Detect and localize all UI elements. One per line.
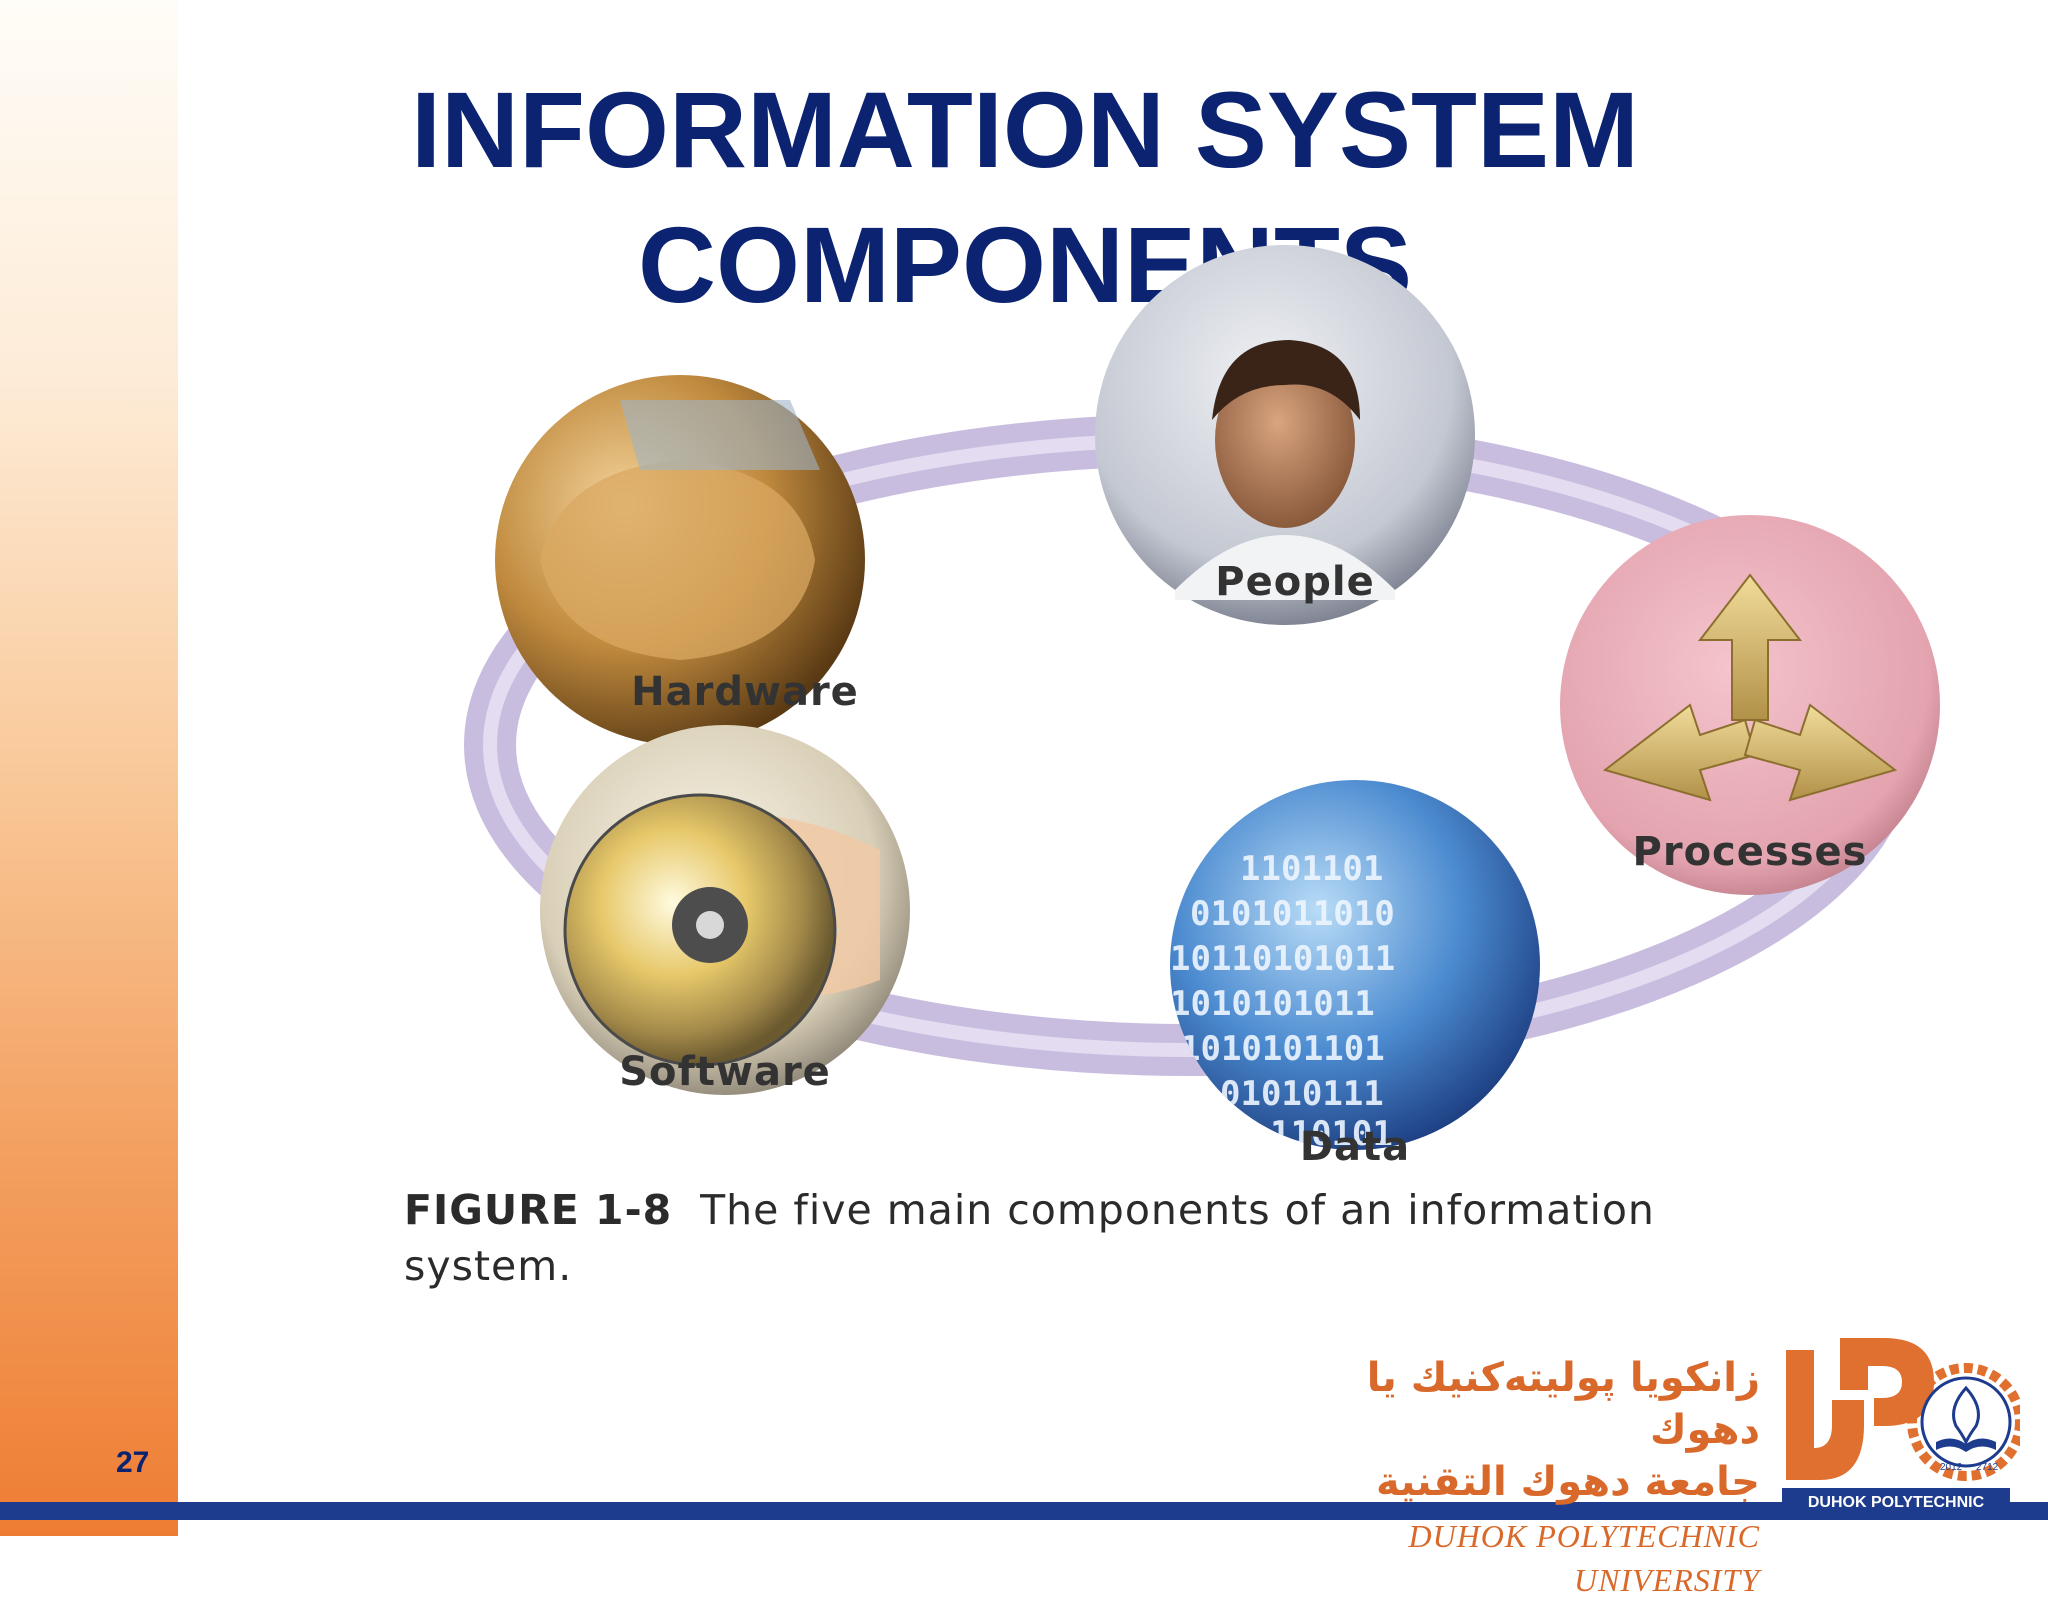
university-name-english: DUHOK POLYTECHNIC UNIVERSITY xyxy=(1408,1518,1760,1598)
monitor-edge xyxy=(620,400,820,470)
node-hardware: Hardware xyxy=(495,375,865,745)
university-logo-icon: 2012 2712 xyxy=(1786,1338,2020,1481)
data-digits-4: 1010101011 xyxy=(1170,984,1375,1024)
logo-gear-ring xyxy=(1907,1363,2020,1481)
university-badge: DUHOK POLYTECHNIC UNIVERSITY xyxy=(1782,1488,2010,1541)
university-name-arabic: جامعة دهوك التقنية xyxy=(1375,1459,1760,1505)
node-people: People xyxy=(1095,245,1475,625)
data-digits-2: 0101011010 xyxy=(1190,894,1395,934)
data-digits-3: 10110101011 xyxy=(1170,939,1395,979)
bottom-bar xyxy=(0,1502,2048,1520)
node-label-processes: Processes xyxy=(1633,829,1868,875)
figure-number: FIGURE 1-8 xyxy=(404,1186,673,1234)
university-name: زانكويا پوليتەكنيك يا دهوك جامعة دهوك ال… xyxy=(1300,1352,1760,1602)
logo-leaf-icon xyxy=(1952,1385,1980,1446)
logo-letter-d xyxy=(1786,1350,1864,1480)
node-label-data: Data xyxy=(1300,1124,1410,1170)
node-label-hardware: Hardware xyxy=(631,669,859,715)
process-arrows-icon xyxy=(1602,573,1898,802)
data-digits-1: 1101101 xyxy=(1240,849,1383,889)
left-gradient-band xyxy=(0,0,178,1536)
person-hair xyxy=(1212,340,1360,420)
node-data: 1101101 0101011010 10110101011 101010101… xyxy=(1170,780,1540,1170)
title-line-1: INFORMATION SYSTEM xyxy=(411,69,1639,190)
logo-book-icon xyxy=(1936,1438,1996,1452)
cd-disc-hole xyxy=(696,911,724,939)
binary-data-icon xyxy=(1170,780,1540,1150)
node-software: Software xyxy=(540,725,910,1095)
person-shoulders xyxy=(1175,535,1395,600)
logo-seal xyxy=(1920,1376,2012,1468)
mouse-body xyxy=(540,460,815,660)
node-label-software: Software xyxy=(619,1049,831,1095)
university-name-kurdish: زانكويا پوليتەكنيك يا دهوك xyxy=(1366,1355,1760,1453)
node-processes: Processes xyxy=(1560,515,1940,895)
person-head xyxy=(1215,352,1355,528)
node-label-people: People xyxy=(1215,559,1374,605)
logo-year-left: 2012 xyxy=(1940,1462,1963,1473)
logo-year-right: 2712 xyxy=(1976,1462,1999,1473)
components-diagram: Hardware People Processes 1101101 010101… xyxy=(464,245,1940,1170)
page-number: 27 xyxy=(116,1446,150,1479)
figure-text: The five main components of an informati… xyxy=(404,1186,1655,1290)
data-digits-6: 01010111 xyxy=(1220,1074,1384,1114)
data-digits-5: 1010101101 xyxy=(1180,1029,1385,1069)
